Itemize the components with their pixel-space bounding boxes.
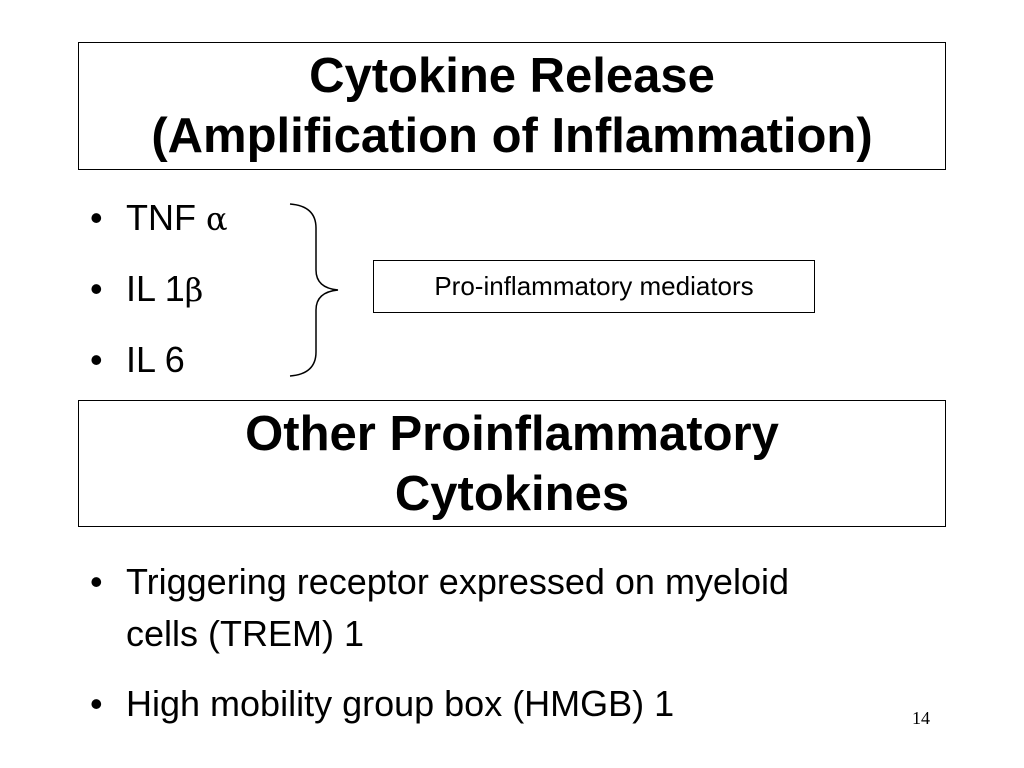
list-item-text: TNF xyxy=(126,197,206,238)
page-number: 14 xyxy=(912,708,930,728)
list-item: • High mobility group box (HMGB) 1 xyxy=(80,678,840,730)
bullet-icon: • xyxy=(90,197,103,238)
other-cytokine-list: • Triggering receptor expressed on myeloi… xyxy=(80,556,840,748)
list-item-text: Triggering receptor expressed on myeloid… xyxy=(126,561,789,654)
title-line: Other Proinflammatory xyxy=(245,406,779,461)
title-line: Cytokines xyxy=(394,466,630,521)
list-item-text: IL 6 xyxy=(126,339,185,380)
list-item: • IL 1β xyxy=(80,267,228,338)
bullet-icon: • xyxy=(90,561,103,602)
cytokine-list: • TNF α • IL 1β • IL 6 xyxy=(80,196,228,409)
greek-symbol: α xyxy=(205,200,228,238)
title-line: (Amplification of Inflammation) xyxy=(151,109,873,163)
list-item-text: IL 1 xyxy=(126,268,185,309)
bullet-icon: • xyxy=(90,683,103,724)
title-box-other-cytokines: Other Proinflammatory Cytokines xyxy=(78,400,946,527)
curly-brace-icon xyxy=(289,203,339,377)
bullet-icon: • xyxy=(90,339,103,380)
mediator-label: Pro-inflammatory mediators xyxy=(434,271,754,301)
greek-symbol: β xyxy=(184,271,204,309)
mediator-label-box: Pro-inflammatory mediators xyxy=(373,260,815,313)
title-line: Cytokine Release xyxy=(309,49,715,103)
title-box-cytokine-release: Cytokine Release (Amplification of Infla… xyxy=(78,42,946,170)
list-item: • IL 6 xyxy=(80,338,228,409)
list-item: • Triggering receptor expressed on myeloi… xyxy=(80,556,840,660)
bullet-icon: • xyxy=(90,268,103,309)
list-item-text: High mobility group box (HMGB) 1 xyxy=(126,683,675,724)
list-item: • TNF α xyxy=(80,196,228,267)
